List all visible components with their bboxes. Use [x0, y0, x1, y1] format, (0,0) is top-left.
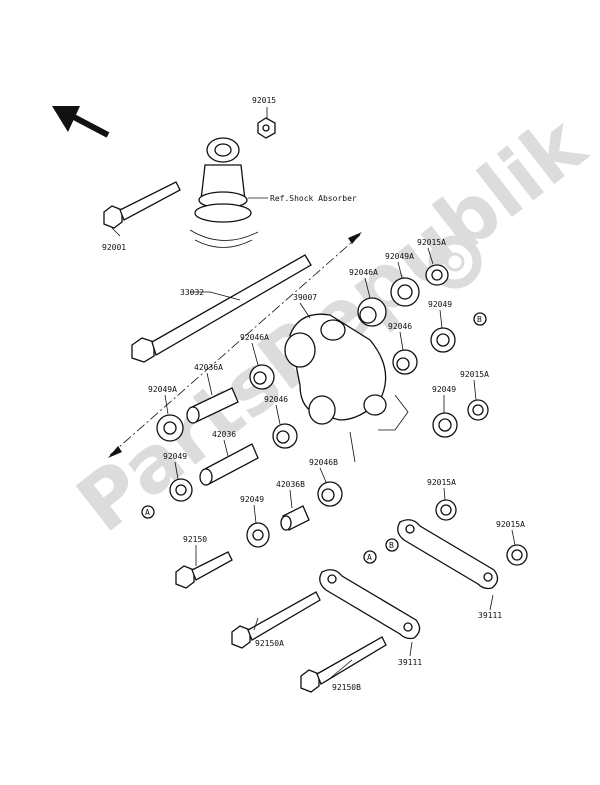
seal-92049A-left	[156, 414, 184, 442]
label-92049-bottom: 92049	[240, 495, 264, 504]
front-arrow-icon	[52, 106, 110, 138]
part-labels: 92015 Ref.Shock Absorber 92001 33032 390…	[102, 96, 525, 692]
seal-92049-bottom	[246, 522, 270, 548]
svg-text:B: B	[389, 541, 394, 550]
seal-92049-r2	[432, 412, 458, 438]
bearing-92046-r	[392, 349, 418, 375]
watermark-gear-icon	[428, 235, 482, 289]
label-92150A: 92150A	[255, 639, 284, 648]
sleeve-42036A	[186, 387, 239, 424]
collar-92015A-mid	[467, 399, 489, 421]
label-92150B: 92150B	[332, 683, 361, 692]
bearing-92046A-left	[249, 364, 275, 390]
label-ref-shock: Ref.Shock Absorber	[270, 194, 357, 203]
label-39007: 39007	[293, 293, 317, 302]
label-42036A: 42036A	[194, 363, 223, 372]
label-92049-left: 92049	[163, 452, 187, 461]
label-92015: 92015	[252, 96, 276, 105]
axis-arrow-top-icon	[348, 232, 362, 244]
label-92015A-top: 92015A	[417, 238, 446, 247]
svg-text:A: A	[145, 508, 150, 517]
label-92150: 92150	[183, 535, 207, 544]
bearing-92046-mid	[272, 423, 298, 449]
label-92046-r: 92046	[388, 322, 412, 331]
callout-a-left: A	[141, 505, 155, 519]
label-39111-b: 39111	[398, 658, 422, 667]
svg-text:A: A	[367, 553, 372, 562]
shaft-33032	[131, 254, 312, 363]
seal-92049A-top	[390, 277, 420, 307]
label-92046A-left: 92046A	[240, 333, 269, 342]
label-92015A-mid: 92015A	[460, 370, 489, 379]
sleeve-42036	[199, 443, 259, 486]
label-92046-mid: 92046	[264, 395, 288, 404]
collar-92015A-b1	[435, 499, 457, 521]
collar-92015A-top	[425, 264, 449, 286]
callout-b-top: B	[473, 312, 487, 326]
label-92046B: 92046B	[309, 458, 338, 467]
nut-92015	[257, 117, 276, 139]
seal-92049-left	[169, 478, 193, 502]
axis-arrow-bottom-icon	[108, 446, 122, 458]
leader-lines	[111, 107, 516, 681]
tie-rod-39111-b	[319, 569, 421, 640]
label-92049A-top: 92049A	[385, 252, 414, 261]
axis-line	[109, 234, 361, 456]
collar-92015A-b2	[506, 544, 528, 566]
label-33032: 33032	[180, 288, 204, 297]
label-92049-r1: 92049	[428, 300, 452, 309]
tie-rod-39111-a	[397, 519, 499, 590]
label-39111-a: 39111	[478, 611, 502, 620]
bearing-92046B	[317, 481, 343, 507]
label-42036: 42036	[212, 430, 236, 439]
label-92049-r2: 92049	[432, 385, 456, 394]
label-42036B: 42036B	[276, 480, 305, 489]
bolt-92001	[103, 181, 181, 229]
rocker-arm-39007	[284, 313, 387, 425]
callout-b-bottom: B	[385, 538, 399, 552]
sleeve-42036B	[280, 505, 310, 531]
label-92015A-b1: 92015A	[427, 478, 456, 487]
label-92015A-b2: 92015A	[496, 520, 525, 529]
svg-text:B: B	[477, 315, 482, 324]
seal-92049-r1	[430, 327, 456, 353]
label-92001: 92001	[102, 243, 126, 252]
callout-a-bottom: A	[363, 550, 377, 564]
label-92049A-left: 92049A	[148, 385, 177, 394]
bolt-92150	[175, 551, 233, 589]
bearing-92046A-top	[357, 297, 387, 327]
bolt-92150A	[231, 591, 321, 649]
shock-absorber	[189, 137, 259, 248]
label-92046A-top: 92046A	[349, 268, 378, 277]
